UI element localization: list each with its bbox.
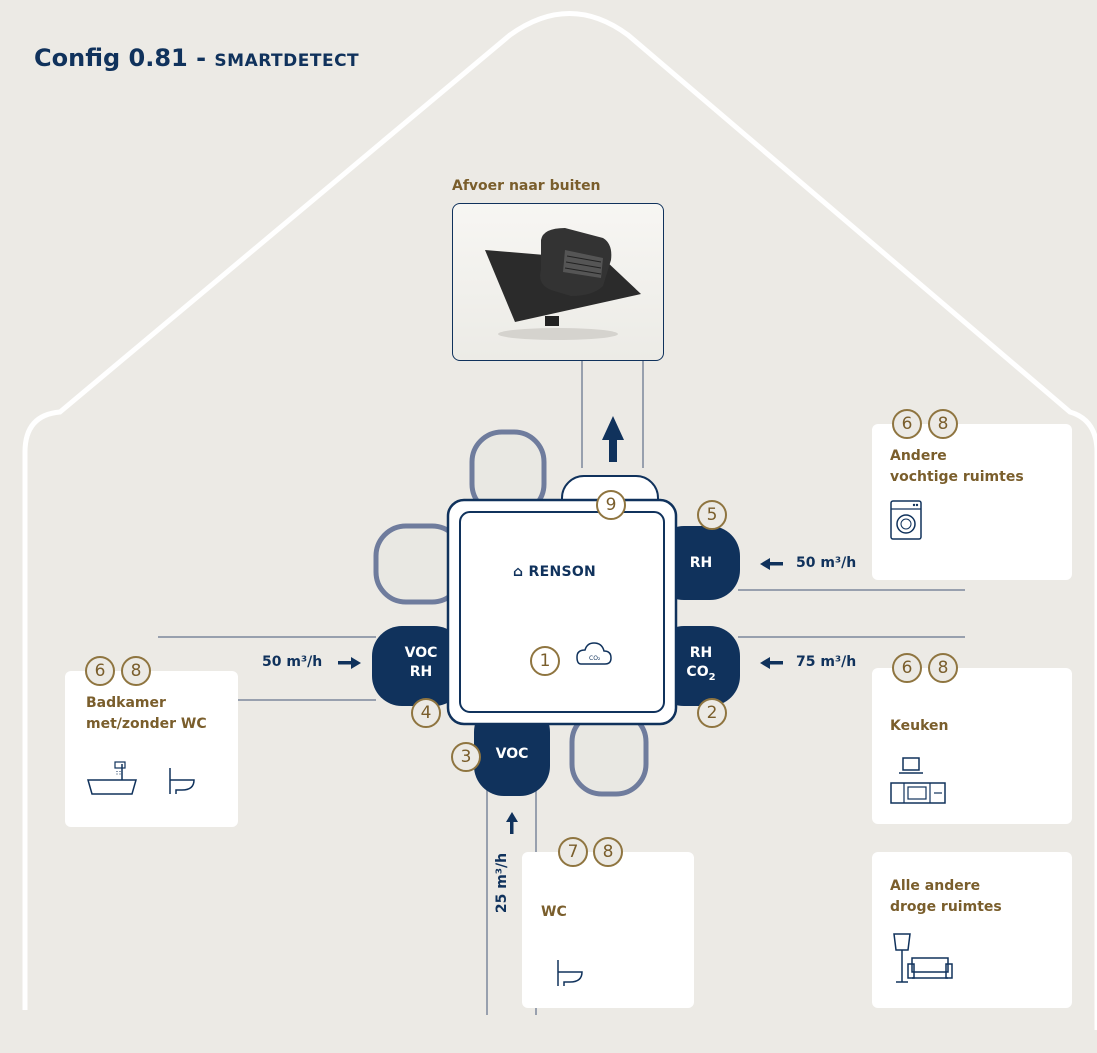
bathtub-icon <box>87 761 137 795</box>
flow-wc: 25 m³/h <box>494 852 511 914</box>
card-other-wet-rooms <box>872 424 1072 580</box>
outlet-label: Afvoer naar buiten <box>452 178 601 194</box>
unit-panel <box>459 511 665 713</box>
kitchen-cabinet-icon <box>890 782 946 804</box>
title-sub: SMARTDETECT <box>214 51 360 71</box>
number-9: 9 <box>596 490 626 520</box>
port-bottom-label: VOC <box>495 746 529 762</box>
card-bathroom <box>65 671 238 827</box>
room-bathroom: Badkamer met/zonder WC <box>86 695 207 732</box>
room-kitchen: Keuken <box>890 718 949 734</box>
house-outline <box>22 11 1097 1030</box>
arrow-icon-right-upper <box>760 558 783 570</box>
floor-lamp-icon <box>893 933 953 983</box>
outlet-arrow-icon <box>602 416 624 462</box>
arrow-icon-left <box>338 657 361 669</box>
port-right-upper-label: RH <box>689 555 713 571</box>
flow-other-wet: 50 m³/h <box>796 555 857 571</box>
number-2: 2 <box>697 698 727 728</box>
number-1: 1 <box>530 646 560 676</box>
number-8-other-wet: 8 <box>928 409 958 439</box>
number-5: 5 <box>697 500 727 530</box>
number-7-wc: 7 <box>558 837 588 867</box>
port-left-label: VOC RH <box>404 645 438 680</box>
port-bottom <box>474 702 550 796</box>
number-8-kitchen: 8 <box>928 653 958 683</box>
washing-machine-icon <box>890 500 922 540</box>
card-wc <box>522 852 694 1008</box>
flow-bath: 50 m³/h <box>262 654 323 670</box>
number-3: 3 <box>451 742 481 772</box>
sofa-icon <box>907 957 953 979</box>
number-4: 4 <box>411 698 441 728</box>
toilet-icon <box>557 960 583 986</box>
toilet-icon <box>169 768 195 794</box>
arrow-icon-right-lower <box>760 657 783 669</box>
room-wc: WC <box>541 904 567 920</box>
card-kitchen <box>872 668 1072 824</box>
co2-cloud-icon: CO₂ <box>576 642 612 665</box>
arrow-icon-bottom <box>506 812 518 834</box>
port-right-lower-label: RH CO2 <box>686 645 716 683</box>
number-6-kitchen: 6 <box>892 653 922 683</box>
room-dry: Alle andere droge ruimtes <box>890 878 1002 915</box>
renson-house-icon: ⌂ <box>513 564 524 580</box>
port-left-lower <box>372 626 464 706</box>
room-other-wet: Andere vochtige ruimtes <box>890 448 1024 485</box>
renson-logo: ⌂ RENSON <box>513 564 597 580</box>
number-8-bath: 8 <box>121 656 151 686</box>
number-6-bath: 6 <box>85 656 115 686</box>
cooker-hood-icon <box>899 757 923 774</box>
number-8-wc: 8 <box>593 837 623 867</box>
page-title: Config 0.81 - SMARTDETECT <box>34 44 359 72</box>
roof-outlet-image <box>485 228 641 340</box>
number-6-other-wet: 6 <box>892 409 922 439</box>
title-main: Config 0.81 - <box>34 44 207 72</box>
svg-text:CO₂: CO₂ <box>589 655 601 662</box>
roof-outlet-box <box>452 203 664 361</box>
flow-kitchen: 75 m³/h <box>796 654 857 670</box>
